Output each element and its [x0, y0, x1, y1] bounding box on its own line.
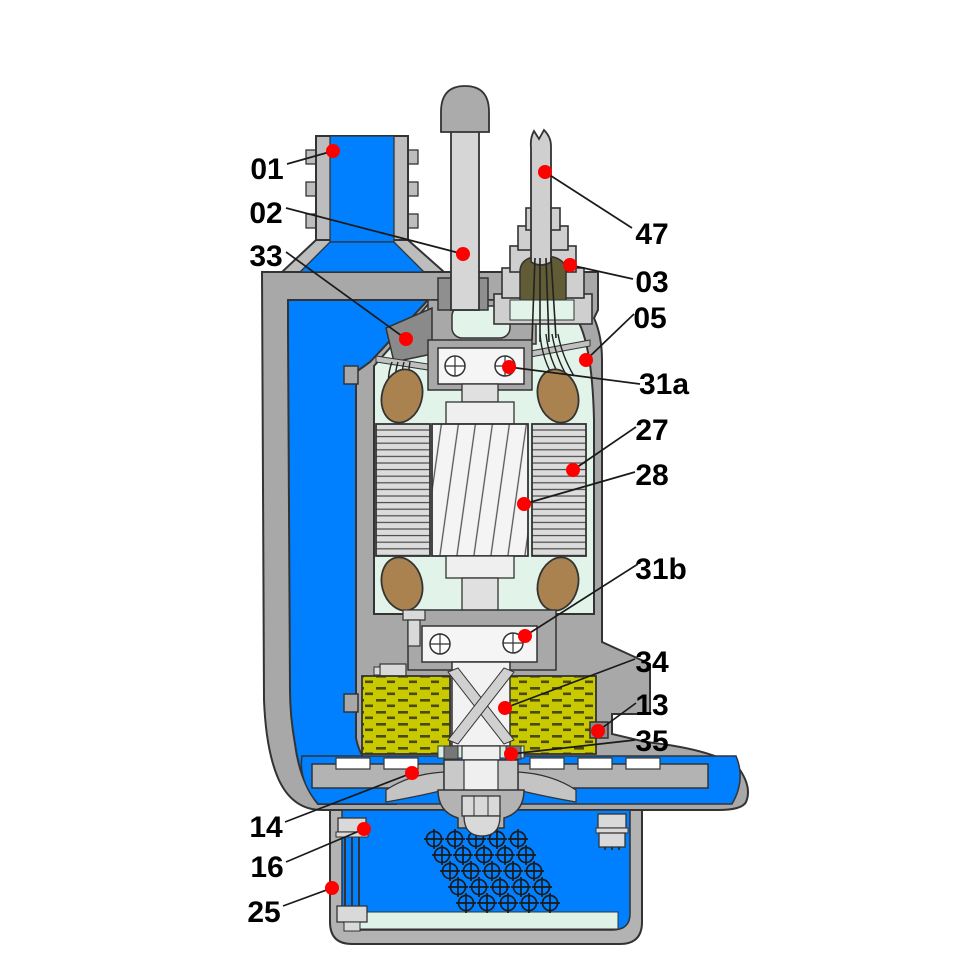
- impeller-nut: [437, 789, 525, 837]
- callout-dot-31b: [518, 629, 532, 643]
- callout-dot-31a: [502, 360, 516, 374]
- carry-handle: [437, 85, 490, 311]
- callout-dot-34: [498, 701, 512, 715]
- leader-line-03: [569, 264, 634, 280]
- discharge-pipe: [279, 135, 447, 273]
- leader-line-33: [285, 251, 407, 340]
- leader-line-02: [285, 207, 464, 255]
- leader-line-14: [284, 772, 413, 823]
- wall-boss-upper: [343, 365, 359, 385]
- leader-line-35: [510, 739, 636, 755]
- leader-line-01: [286, 150, 334, 165]
- leader-line-16: [285, 828, 365, 863]
- cable-wires: [531, 257, 557, 343]
- leader-line-25: [282, 887, 333, 907]
- leader-line-13: [597, 702, 637, 732]
- callout-dot-02: [456, 247, 470, 261]
- callout-dot-33: [399, 332, 413, 346]
- wall-boss-lower: [343, 693, 359, 713]
- upper-bearing: [427, 339, 533, 391]
- stator-stack-left: [375, 423, 431, 557]
- callout-dot-47: [538, 165, 552, 179]
- callout-dot-28: [517, 497, 531, 511]
- winding-heads: [380, 368, 580, 612]
- callout-dot-27: [566, 463, 580, 477]
- leader-line-28: [523, 471, 636, 505]
- rotor-shaft: [431, 383, 529, 629]
- callout-dot-03: [563, 258, 577, 272]
- callout-dot-35: [504, 747, 518, 761]
- oil-chamber-right: [507, 675, 597, 755]
- leader-line-05: [585, 313, 635, 361]
- leader-line-27: [572, 426, 637, 471]
- callout-dot-25: [325, 881, 339, 895]
- stator-stack-right: [531, 423, 587, 557]
- strainer-base: [329, 809, 643, 945]
- lower-bearing: [373, 609, 557, 679]
- oil-chamber-left: [361, 675, 451, 755]
- callout-dot-13: [591, 724, 605, 738]
- base-bolt-right: [595, 813, 629, 850]
- callout-layer: [282, 144, 641, 907]
- leader-line-34: [504, 658, 636, 709]
- callout-dot-16: [357, 822, 371, 836]
- leader-line-31b: [524, 563, 639, 637]
- power-cable: [529, 128, 557, 343]
- callout-dot-01: [326, 144, 340, 158]
- leader-line-31a: [508, 366, 641, 385]
- leader-line-47: [544, 171, 633, 229]
- callout-dot-14: [405, 766, 419, 780]
- callout-dot-05: [579, 353, 593, 367]
